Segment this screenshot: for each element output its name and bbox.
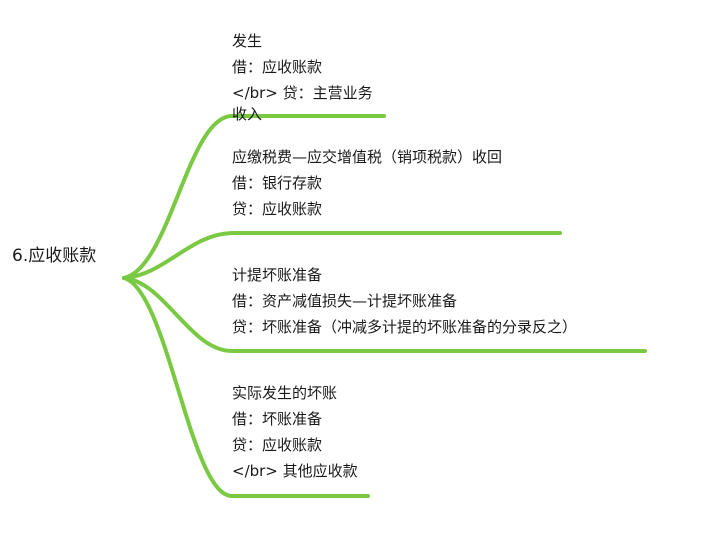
branch-line: 收入 [232, 105, 263, 123]
branch-line: 借：坏账准备 [232, 410, 323, 428]
root-node-label: 6.应收账款 [12, 246, 97, 266]
branch-line: 贷：坏账准备（冲减多计提的坏账准备的分录反之） [232, 318, 578, 336]
branch-line: 贷：应收账款 [232, 436, 323, 454]
branch-line: 借：应收账款 [232, 58, 323, 76]
branch-collection: 应缴税费—应交增值税（销项税款）收回 借：银行存款 贷：应收账款 [232, 144, 502, 222]
connector-branch-2 [122, 231, 562, 280]
branch-line: 贷：应收账款 [232, 200, 323, 218]
connector-branch-1 [122, 114, 386, 280]
branch-line: 实际发生的坏账 [232, 384, 338, 402]
branch-line: 发生 [232, 32, 263, 50]
connector-branch-3 [122, 276, 647, 353]
branch-line: 计提坏账准备 [232, 266, 323, 284]
branch-line: 借：资产减值损失—计提坏账准备 [232, 292, 458, 310]
branch-line: 借：银行存款 [232, 174, 323, 192]
branch-line: 应缴税费—应交增值税（销项税款）收回 [232, 148, 503, 166]
branch-revenue-recognition: 发生 借：应收账款 </br> 贷：主营业务 收入 [232, 28, 373, 122]
branch-line: </br> 其他应收款 [232, 462, 358, 480]
connector-branch-4 [122, 276, 370, 498]
branch-line: </br> 贷：主营业务 [232, 84, 373, 102]
branch-bad-debt-provision: 计提坏账准备 借：资产减值损失—计提坏账准备 贷：坏账准备（冲减多计提的坏账准备… [232, 262, 577, 340]
branch-actual-bad-debt: 实际发生的坏账 借：坏账准备 贷：应收账款 </br> 其他应收款 [232, 380, 358, 484]
